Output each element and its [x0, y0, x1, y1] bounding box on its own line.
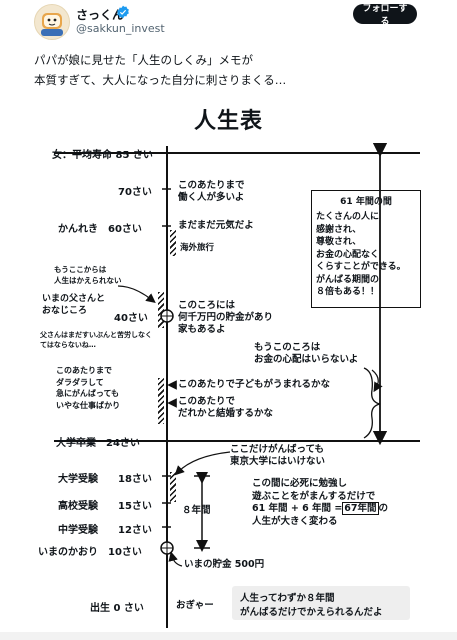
note-line: だれかと結婚するかな: [178, 408, 274, 419]
verified-badge-icon: [117, 5, 129, 19]
note-line: 働く人が多いよ: [178, 192, 245, 203]
age-60-label: かんれき 60さい: [58, 224, 142, 235]
note-line: 家もあるよ: [178, 324, 226, 335]
box-line: 尊敬され、: [316, 237, 362, 247]
user-handle[interactable]: @sakkun_invest: [76, 22, 165, 35]
box-body: たくさんの人に 感謝され、 尊敬され、 お金の心配なく くらすことができる。 が…: [316, 211, 406, 299]
note-line: 何千万円の貯金があり: [178, 312, 274, 323]
age-70-label: 70さい: [118, 187, 152, 198]
note-savings: このころには 何千万円の貯金があり 家もあるよ: [178, 300, 273, 336]
arrow-todai: [174, 451, 231, 476]
note-67-years: 67年間: [342, 502, 379, 515]
arrow-kaerarenai: [117, 285, 156, 303]
note-line: このあたりまで: [178, 180, 245, 191]
note-line: もうこのころは: [254, 342, 321, 353]
tweet-text-line: 本質すぎて、大人になった自分に刺さりまくる…: [34, 73, 287, 87]
display-name[interactable]: さっくん: [76, 8, 125, 22]
note-kaigai: 海外旅行: [180, 243, 215, 253]
note-line: このあたりで: [178, 396, 236, 407]
hatch-30s: [158, 378, 164, 424]
timeline-axis: [166, 146, 168, 628]
arrow-savings-500: [168, 551, 183, 567]
note-papa-age: いまの父さんと おなじころ: [42, 293, 105, 317]
divider: [0, 632, 457, 640]
tweet-text: パパが娘に見せた「人生のしくみ」メモが 本質すぎて、大人になった自分に刺さりまく…: [34, 50, 434, 90]
hatch-60: [170, 230, 176, 256]
note-hard-work: このあたりまで ダラダラして 急にがんばっても いやな仕事ばかり: [56, 365, 120, 411]
note-line: 61 年間 + 6 年間 =67年間の: [252, 502, 389, 516]
tweet-header: さっくん @sakkun_invest フォローする パパが娘に見せた「人生のし…: [0, 0, 457, 100]
note-line: いやな仕事ばかり: [56, 400, 121, 410]
note-line: この間に必死に勉強し: [252, 478, 348, 489]
brace-right: [363, 367, 381, 439]
arrow-no-worry: [371, 369, 383, 393]
note-segment: の: [378, 503, 389, 514]
summary-line: 人生ってわずか８年間: [240, 593, 335, 604]
note-kids: このあたりで子どもがうまれるかな: [178, 379, 331, 390]
note-genki: まだまだ元気だよ: [178, 220, 254, 231]
tweet-text-line: パパが娘に見せた「人生のしくみ」メモが: [34, 53, 253, 67]
age-ticks: [162, 188, 171, 528]
follow-button[interactable]: フォローする: [353, 3, 417, 26]
hatch-exam: [170, 472, 176, 502]
note-line: 急にがんばっても: [56, 389, 120, 398]
line-85: [54, 152, 420, 154]
box-line: お金の心配なく: [316, 249, 380, 260]
figure-annotations: [117, 142, 388, 567]
note-no-worry: もうこのころは お金の心配はいらないよ: [254, 342, 358, 366]
note-line: もうここからは: [54, 265, 107, 274]
avatar[interactable]: [34, 4, 70, 40]
box-line: たくさんの人に: [316, 212, 380, 222]
box-line: ８倍もある！！: [316, 287, 380, 297]
figure-title: 人生表: [193, 109, 263, 134]
note-line: このあたりまで: [56, 366, 112, 375]
note-line: ダラダラして: [56, 377, 104, 387]
box-line: くらすことができる。: [316, 262, 406, 272]
box-title: 61 年間の間: [340, 197, 392, 207]
summary-box: 人生ってわずか８年間 がんばるだけでかえられるんだよ: [232, 586, 410, 620]
age-10-label: いまのかおり 10さい: [38, 547, 142, 558]
age-15-label: 高校受験 15さい: [58, 501, 152, 512]
note-line: ここだけがんばっても: [230, 444, 325, 455]
note-line: お金の心配はいらないよ: [254, 354, 359, 365]
hatch-40: [158, 292, 164, 328]
note-ogyaa: おぎゃー: [176, 600, 214, 611]
note-line: おなじころ: [42, 306, 88, 316]
note-papa-hardship: 父さんはまだすいぶんと苦労しなくてはならないね…: [40, 331, 152, 349]
age-85-label: 女：平均寿命 85 さい: [52, 150, 153, 161]
note-marriage: このあたりで だれかと結婚するかな: [178, 396, 273, 420]
age-24-label: 大学卒業 24さい: [56, 438, 140, 449]
note-work-70: このあたりまで 働く人が多いよ: [178, 180, 245, 204]
note-study: この間に必死に勉強し 遊ぶことをがまんするだけで 61 年間 + 6 年間 =6…: [252, 478, 388, 528]
note-line: いまの父さんと: [42, 294, 106, 304]
age-12-label: 中学受験 12さい: [58, 525, 152, 536]
note-line: 人生はかえられない: [54, 276, 122, 285]
note-line: 東京大学にはいけない: [230, 456, 326, 467]
note-line: このころには: [178, 300, 236, 311]
box-line: がんばる期間の: [316, 274, 380, 285]
box-line: 感謝され、: [316, 224, 362, 235]
note-line: 遊ぶことをがまんするだけで: [252, 490, 376, 502]
note-todai: ここだけがんばっても 東京大学にはいけない: [230, 444, 325, 468]
summary-line: がんばるだけでかえられるんだよ: [240, 607, 383, 618]
note-segment: 61 年間 + 6 年間 =: [252, 503, 343, 514]
line-24: [54, 440, 420, 442]
sixty-one-years-box: 61 年間の間 たくさんの人に 感謝され、 尊敬され、 お金の心配なく くらすこ…: [311, 190, 421, 308]
note-savings-500: いまの貯金 500円: [184, 559, 265, 570]
life-chart-image[interactable]: 人生表 女：平均寿命 85 さい 70さい かんれき 60さい 40さい 大学卒…: [34, 100, 423, 630]
age-0-label: 出生 0 さい: [90, 603, 144, 614]
age-40-label: 40さい: [114, 313, 148, 324]
note-kaerarenai: もうここからは 人生はかえられない: [54, 264, 122, 286]
note-line: 人生が大きく変わる: [252, 515, 338, 527]
age-18-label: 大学受験 18さい: [58, 474, 152, 485]
